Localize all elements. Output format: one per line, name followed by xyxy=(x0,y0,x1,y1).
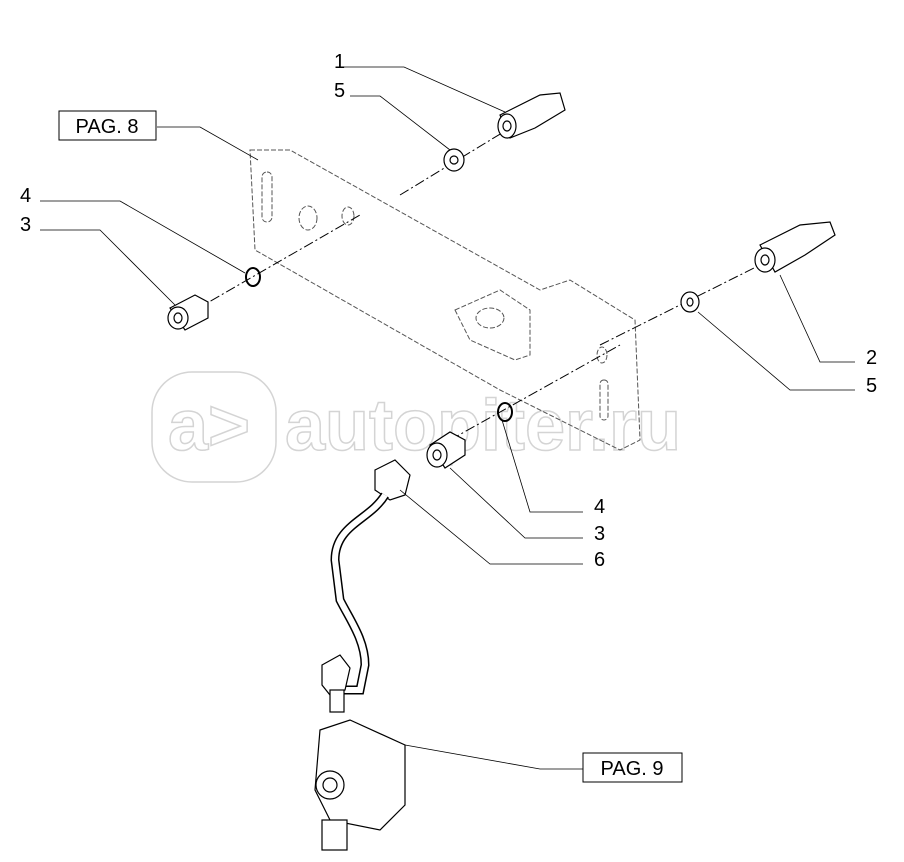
callout-1: 1 xyxy=(334,51,345,73)
callout-4: 4 xyxy=(20,185,31,207)
callout-5: 5 xyxy=(334,80,345,102)
part-5-washer xyxy=(443,148,465,172)
callout-2: 2 xyxy=(866,347,877,369)
callout-4: 4 xyxy=(594,496,605,518)
valve-assembly xyxy=(314,719,406,851)
part-3-fitting xyxy=(426,431,466,469)
page-ref-label: PAG. 8 xyxy=(76,116,139,138)
part-1-quick-coupling xyxy=(497,92,566,139)
part-4-o-ring xyxy=(497,402,513,422)
callout-3: 3 xyxy=(594,523,605,545)
page-ref-pag-9[interactable]: PAG. 9 xyxy=(582,752,683,783)
part-6-hose xyxy=(321,459,411,713)
watermark-logo-frame xyxy=(151,371,277,483)
callout-3: 3 xyxy=(20,214,31,236)
watermark-text: autopiter.ru xyxy=(285,386,681,466)
callout-5: 5 xyxy=(866,375,877,397)
callout-6: 6 xyxy=(594,549,605,571)
part-2-quick-coupling xyxy=(754,221,836,273)
part-3-fitting xyxy=(167,294,209,331)
part-4-o-ring xyxy=(245,267,261,287)
watermark: a> autopiter.ru xyxy=(151,371,682,483)
page-ref-label: PAG. 9 xyxy=(601,758,664,780)
part-5-washer xyxy=(680,291,700,313)
mounting-bracket xyxy=(249,149,641,451)
watermark-logo: a> xyxy=(168,386,250,466)
page-ref-pag-8[interactable]: PAG. 8 xyxy=(58,110,157,141)
